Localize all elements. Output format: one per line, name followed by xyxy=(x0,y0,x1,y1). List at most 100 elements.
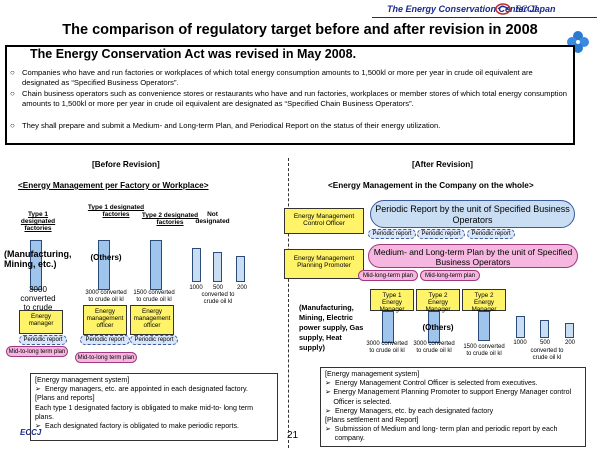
before-system-item: ➢ Energy managers, etc. are appointed in … xyxy=(35,385,273,394)
bar-before-type1-manufacturing xyxy=(30,240,42,290)
after-system-b3: Energy Managers, etc. by each designated… xyxy=(335,406,494,415)
before-periodic-report-2: Periodic report xyxy=(80,335,130,345)
after-system-b4: Submission of Medium and long- term plan… xyxy=(334,425,558,443)
after-periodic-banner: Periodic Report by the unit of Specified… xyxy=(370,200,575,228)
eccj-logo-icon xyxy=(495,3,511,15)
circle-bullet-icon: ○ xyxy=(10,68,15,77)
arrow-bullet-icon: ➢ xyxy=(325,425,331,434)
after-system-item: ➢Energy Management Planning Promoter to … xyxy=(325,388,581,406)
after-periodic-report-3: Periodic report xyxy=(467,229,515,239)
before-n1000: 1000 xyxy=(189,285,203,291)
after-mid-plan-2: Mid-long-term plan xyxy=(420,270,480,281)
before-subheading: <Energy Management per Factory or Workpl… xyxy=(18,181,209,190)
bar-before-not-500 xyxy=(213,252,222,282)
after-heading: [After Revision] xyxy=(412,160,473,169)
before-system-b2: Each designated factory is obligated to … xyxy=(45,422,240,431)
before-system-l1: Each type 1 designated factory is obliga… xyxy=(35,403,254,421)
after-system-h1: [Energy management system] xyxy=(325,370,420,378)
before-system-box: [Energy management system] ➢ Energy manag… xyxy=(30,373,278,441)
arrow-bullet-icon: ➢ xyxy=(35,422,41,431)
before-system-item: ➢ Each designated factory is obligated to… xyxy=(35,422,273,431)
after-n1000: 1000 xyxy=(513,340,527,346)
arrow-bullet-icon: ➢ xyxy=(35,385,41,394)
before-others-label: (Others) xyxy=(90,253,122,262)
after-role-type1: Type 1 Energy Manager xyxy=(370,289,414,313)
act-title: The Energy Conservation Act was revised … xyxy=(30,47,357,61)
bar-before-not-200 xyxy=(236,256,245,282)
before-periodic-report-1: Periodic report xyxy=(19,335,67,345)
page-number: 21 xyxy=(287,430,299,441)
clover-icon xyxy=(567,31,589,53)
header-rule xyxy=(372,17,597,18)
before-system-h2: [Plans and reports] xyxy=(35,394,95,403)
after-converted-3000a: 3000 converted to crude oil kl xyxy=(366,341,408,354)
after-others-label: (Others) xyxy=(422,323,454,332)
bar-after-manufacturing xyxy=(382,311,394,343)
after-system-b1: Energy Management Control Officer is sel… xyxy=(335,379,538,388)
before-cat-not: Not designated xyxy=(195,211,230,225)
after-manufacturing-label: (Manufacturing, Mining, Electric power s… xyxy=(299,303,364,352)
before-n200: 200 xyxy=(236,285,247,291)
before-role-officer-1: Energy management officer xyxy=(83,305,127,335)
after-converted-3000b: 3000 converted to crude oil kl xyxy=(413,341,455,354)
eccj-logo-text: ECCJ xyxy=(515,4,538,14)
before-cat-type2: Type 2 designated factories xyxy=(141,212,199,226)
act-bullet-text: Chain business operators such as conveni… xyxy=(22,89,567,108)
act-bullet-text: They shall prepare and submit a Medium- … xyxy=(22,121,441,130)
before-cat-type1b: Type 1 designated factories xyxy=(87,204,145,218)
act-bullet-text: Companies who have and run factories or … xyxy=(22,68,533,87)
before-role-energy-manager: Energy manager xyxy=(19,310,63,334)
after-n500: 500 xyxy=(539,340,550,346)
after-system-b2: Energy Management Planning Promoter to s… xyxy=(333,388,572,406)
bar-after-1000 xyxy=(516,316,525,338)
footer-logo: ECCJ xyxy=(20,428,42,437)
after-converted-small: converted to crude oil kl xyxy=(530,348,564,361)
before-periodic-report-3: Periodic report xyxy=(130,335,178,345)
bar-before-type2 xyxy=(150,240,162,290)
bar-after-200 xyxy=(565,323,574,338)
bar-before-type1-others xyxy=(98,240,110,290)
act-summary-box xyxy=(5,45,575,145)
after-control-officer: Energy Management Control Officer xyxy=(284,208,364,234)
after-system-item: ➢Submission of Medium and long- term pla… xyxy=(325,425,581,443)
arrow-bullet-icon: ➢ xyxy=(325,379,331,388)
arrow-bullet-icon: ➢ xyxy=(325,388,331,397)
after-system-box: [Energy management system] ➢Energy Manag… xyxy=(320,367,586,447)
after-subheading: <Energy Management in the Company on the… xyxy=(328,181,534,190)
before-converted-1500: 1500 converted to crude oil kl xyxy=(133,290,175,303)
before-heading: [Before Revision] xyxy=(92,160,160,169)
after-system-item: ➢ Energy Managers, etc. by each designate… xyxy=(325,407,581,416)
after-mid-plan-1: Mid-long-term plan xyxy=(358,270,418,281)
before-system-h1: [Energy management system] xyxy=(35,376,130,384)
before-n500: 500 xyxy=(212,285,223,291)
bar-after-500 xyxy=(540,320,549,338)
after-system-item: ➢ Energy Management Control Officer is se… xyxy=(325,379,581,388)
before-system-b1: Energy managers, etc. are appointed in e… xyxy=(45,385,248,394)
after-periodic-report-2: Periodic report xyxy=(417,229,465,239)
after-planning-promoter: Energy Management Planning Promoter xyxy=(284,249,364,279)
before-converted-small: converted to crude oil kl xyxy=(201,292,235,305)
arrow-bullet-icon: ➢ xyxy=(325,406,331,415)
after-role-type2-1: Type 2 Energy Manager xyxy=(416,289,460,313)
page-title: The comparison of regulatory target befo… xyxy=(62,22,538,38)
before-cat-type1: Type 1 designated factories xyxy=(20,211,56,232)
bar-before-not-1000 xyxy=(192,248,201,282)
before-plan-pill-1: Mid-to-long term plan xyxy=(6,346,68,357)
after-converted-1500: 1500 converted to crude oil kl xyxy=(463,344,505,357)
org-name: The Energy Conservation Center Japan xyxy=(387,4,556,14)
bar-after-others xyxy=(428,311,440,343)
before-converted-3000: 3000 converted to crude oil kl xyxy=(85,290,127,303)
before-role-officer-2: Energy management officer xyxy=(130,305,174,335)
after-system-h2: [Plans settlement and Report] xyxy=(325,416,419,425)
after-n200: 200 xyxy=(564,340,575,346)
section-divider xyxy=(288,158,289,448)
bar-after-1500 xyxy=(478,311,490,341)
after-plan-banner: Medium- and Long-term Plan by the unit o… xyxy=(368,244,578,268)
before-manufacturing-label: (Manufacturing, Mining, etc.) xyxy=(4,249,72,269)
act-bullet: ○ They shall prepare and submit a Medium… xyxy=(10,121,570,131)
act-bullet: ○ Companies who have and run factories o… xyxy=(10,68,570,87)
act-bullet: ○ Chain business operators such as conve… xyxy=(10,89,570,108)
before-plan-pill-2: Mid-to-long term plan xyxy=(75,352,137,363)
circle-bullet-icon: ○ xyxy=(10,121,15,130)
after-role-type2-2: Type 2 Energy Manager xyxy=(462,289,506,313)
